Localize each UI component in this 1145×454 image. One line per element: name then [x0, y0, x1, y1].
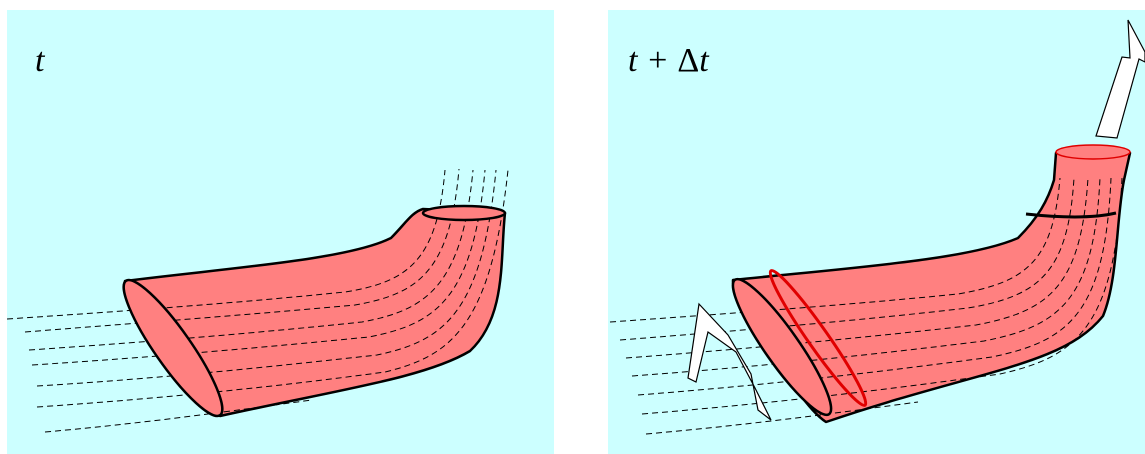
boundary-rim: [1025, 211, 1117, 219]
inlet-cross-section: [122, 278, 224, 418]
outflow-arrow-icon: [1095, 19, 1145, 139]
outlet-cross-section: [421, 204, 507, 222]
inlet-cross-section-new: [768, 269, 868, 407]
panel-time-t: t: [7, 10, 554, 454]
time-label-t: t: [35, 42, 44, 80]
time-label-var: t: [699, 42, 709, 79]
diagram-right: [609, 19, 1145, 435]
panel-time-t-plus-dt: t + Δt: [608, 10, 1145, 454]
streamlines: [7, 168, 509, 433]
time-label-text: t: [35, 42, 45, 79]
time-label-t-plus-dt: t + Δt: [628, 42, 709, 80]
inflow-arrow-icon: [687, 302, 772, 421]
time-label-prefix: t +: [628, 42, 678, 79]
delta-symbol: Δ: [677, 42, 700, 79]
inlet-cross-section-old: [731, 277, 833, 417]
outlet-cross-section: [1055, 144, 1131, 160]
diagram-left: [7, 168, 509, 433]
